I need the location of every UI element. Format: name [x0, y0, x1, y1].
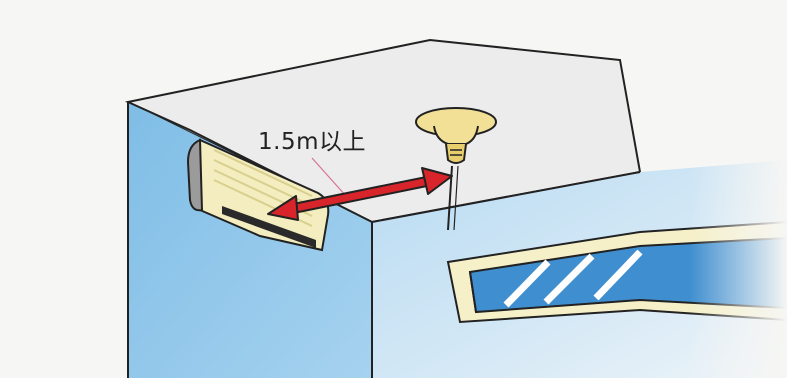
- distance-label: 1.5m以上: [258, 122, 366, 156]
